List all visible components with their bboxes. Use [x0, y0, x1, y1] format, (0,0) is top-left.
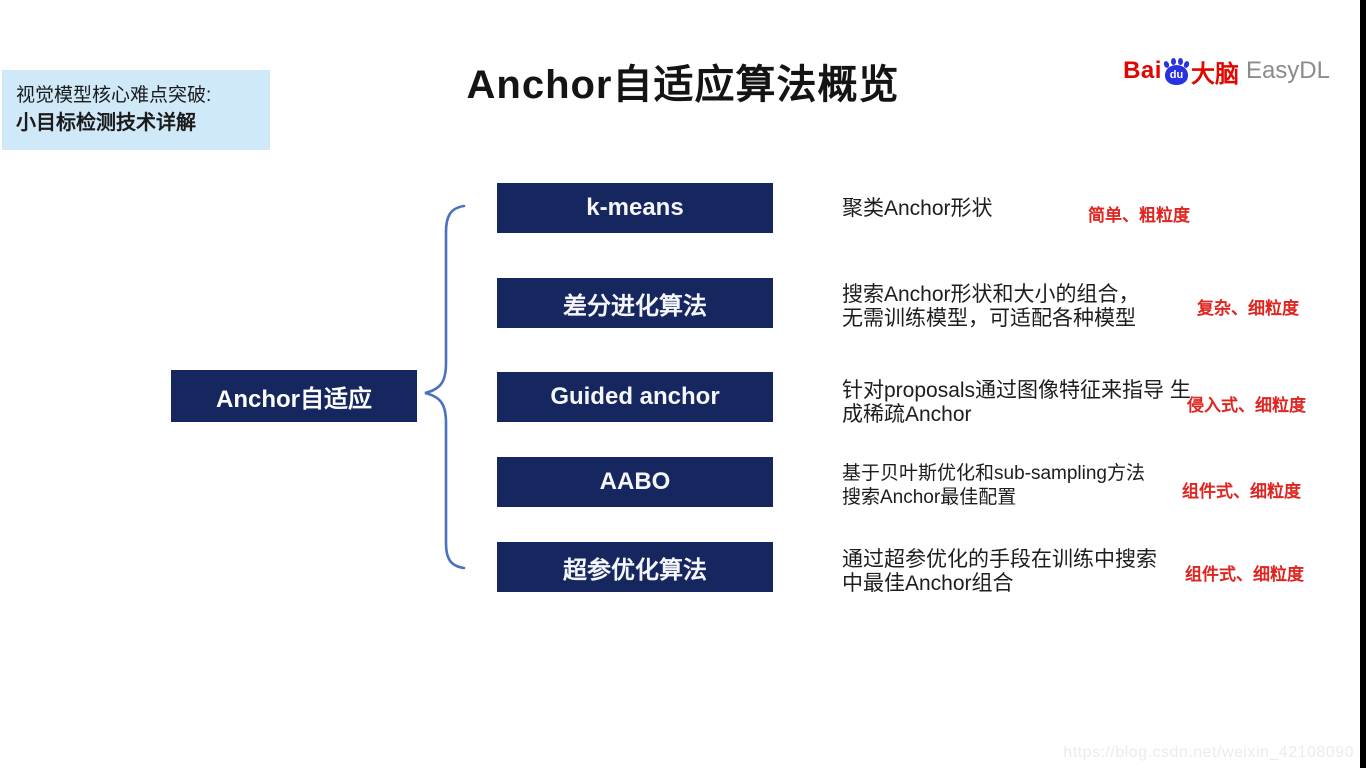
description-line-1: 聚类Anchor形状	[842, 197, 993, 220]
paw-toe-icon	[1177, 57, 1183, 65]
granularity-tag: 复杂、细粒度	[1197, 299, 1299, 318]
algorithm-description: 针对proposals通过图像特征来指导 生 成稀疏Anchor	[842, 379, 1191, 427]
course-badge: 视觉模型核心难点突破: 小目标检测技术详解	[2, 70, 270, 150]
curly-brace	[424, 204, 466, 570]
description-line-1: 基于贝叶斯优化和sub-sampling方法	[842, 463, 1145, 484]
algorithm-box-kmeans: k-means	[497, 183, 773, 233]
description-line-2: 成稀疏Anchor	[842, 403, 972, 426]
logo-text-brand: 大脑	[1190, 60, 1239, 88]
algorithm-description: 基于贝叶斯优化和sub-sampling方法 搜索Anchor最佳配置	[842, 462, 1145, 510]
algorithm-box-hyperparameter-optimization: 超参优化算法	[497, 542, 773, 592]
paw-toe-icon	[1170, 57, 1176, 65]
algorithm-box-aabo: AABO	[497, 457, 773, 507]
description-line-1: 搜索Anchor形状和大小的组合，	[842, 283, 1140, 306]
algorithm-box-guided-anchor: Guided anchor	[497, 372, 773, 422]
granularity-tag: 组件式、细粒度	[1185, 565, 1304, 584]
baidu-easydl-logo: Bai du 大脑 EasyDL	[1123, 56, 1330, 88]
granularity-tag: 组件式、细粒度	[1182, 482, 1301, 501]
algorithm-description: 聚类Anchor形状	[842, 197, 993, 221]
description-line-2: 搜索Anchor最佳配置	[842, 487, 1017, 508]
badge-line-1: 视觉模型核心难点突破:	[16, 85, 212, 106]
logo-text-product: EasyDL	[1245, 57, 1330, 84]
description-line-1: 通过超参优化的手段在训练中搜索	[842, 548, 1157, 571]
granularity-tag: 侵入式、细粒度	[1187, 396, 1306, 415]
description-line-2: 中最佳Anchor组合	[842, 572, 1014, 595]
description-line-2: 无需训练模型，可适配各种模型	[842, 307, 1136, 330]
page-title: Anchor自适应算法概览	[466, 63, 900, 107]
baidu-paw-icon: du	[1162, 57, 1190, 85]
granularity-tag: 简单、粗粒度	[1088, 206, 1190, 225]
logo-text-bai: Bai	[1123, 57, 1162, 84]
algorithm-box-differential-evolution: 差分进化算法	[497, 278, 773, 328]
algorithm-description: 搜索Anchor形状和大小的组合， 无需训练模型，可适配各种模型	[842, 283, 1140, 331]
video-frame-edge	[1360, 0, 1366, 768]
csdn-watermark: https://blog.csdn.net/weixin_42108090	[1063, 744, 1354, 761]
description-line-1: 针对proposals通过图像特征来指导 生	[842, 379, 1191, 402]
logo-text-du: du	[1164, 64, 1188, 85]
badge-line-2: 小目标检测技术详解	[16, 112, 196, 134]
root-node-anchor-adaptive: Anchor自适应	[171, 370, 417, 422]
algorithm-description: 通过超参优化的手段在训练中搜索 中最佳Anchor组合	[842, 548, 1157, 596]
